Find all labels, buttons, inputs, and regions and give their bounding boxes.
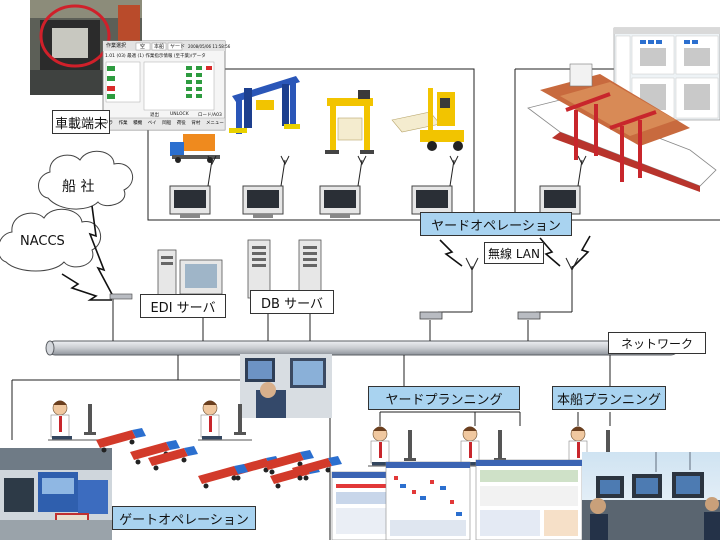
terminal-button-1: UNLOCK bbox=[170, 112, 189, 117]
straddle-carrier-icon bbox=[325, 90, 374, 154]
vessel-planning-label: 本船プランニング bbox=[552, 386, 666, 410]
terminal-tab-1: 空 bbox=[140, 44, 146, 50]
db-server-label: DB サーバ bbox=[250, 290, 334, 314]
truck-icon bbox=[198, 464, 248, 489]
truck-icon bbox=[96, 428, 146, 453]
terminal-screen-window bbox=[102, 40, 226, 131]
naccs-label: NACCS bbox=[20, 234, 65, 249]
terminal-bottom-tab: 背村 bbox=[191, 121, 201, 126]
monitor-icon bbox=[319, 155, 367, 218]
yard-planning-label: ヤードプランニング bbox=[368, 386, 520, 410]
operator-photo bbox=[240, 354, 332, 418]
monitor-icon bbox=[169, 155, 217, 218]
network-label: ネットワーク bbox=[608, 332, 706, 354]
terminal-bottom-tab: 作業 bbox=[118, 121, 128, 126]
highlight-circle bbox=[39, 4, 111, 68]
worker-icon bbox=[48, 400, 102, 441]
truck-icon bbox=[292, 456, 342, 481]
terminal-bottom-tab: メニュー bbox=[205, 121, 224, 126]
yard-planning-screens bbox=[331, 459, 583, 540]
network-backbone bbox=[45, 340, 679, 356]
monitor-icon bbox=[411, 155, 459, 218]
vehicle-terminal-label: 車載端末 bbox=[52, 110, 110, 134]
terminal-tab-0: 作業選択 bbox=[106, 43, 127, 49]
truck-icon bbox=[148, 446, 198, 471]
blue-gantry-crane-icon bbox=[229, 76, 300, 134]
terminal-bottom-tab: ヲラ bbox=[104, 121, 113, 126]
terminal-header-line: 1.01 (03) 最適 (1) 作業指示情報 (至千葉)/データ bbox=[105, 54, 206, 59]
edi-server-label: EDI サーバ bbox=[140, 294, 226, 318]
terminal-tab-2: 本船 bbox=[154, 44, 165, 50]
wireless-lan-label: 無線 LAN bbox=[484, 242, 544, 264]
monitor-icon bbox=[539, 155, 587, 218]
gate-trucks bbox=[96, 428, 342, 489]
terminal-bottom-tab: 荷役 bbox=[176, 121, 186, 126]
worker-icon bbox=[368, 426, 422, 467]
yard-truck-icon bbox=[170, 134, 220, 163]
terminal-bottom-tabs: ヲラ作業積機ベイ岡船荷役背村メニュー bbox=[104, 120, 224, 129]
worker-icon bbox=[198, 400, 252, 441]
truck-icon bbox=[264, 450, 314, 475]
terminal-tab-3: ヤード bbox=[170, 44, 186, 50]
top-loader-icon bbox=[391, 88, 464, 151]
gate-photo bbox=[0, 448, 112, 540]
gate-operation-label: ゲートオペレーション bbox=[112, 506, 256, 530]
terminal-button-0: 退出 bbox=[150, 113, 159, 118]
access-points bbox=[109, 257, 579, 320]
container-ship-icon bbox=[527, 63, 717, 192]
yard-operation-label: ヤードオペレーション bbox=[420, 212, 572, 236]
control-room-photo bbox=[582, 452, 720, 540]
naccs-cloud bbox=[0, 208, 102, 272]
terminal-button-2: ロード/A03 bbox=[198, 113, 222, 118]
yard-cranes bbox=[170, 76, 464, 163]
terminal-bottom-tab: 積機 bbox=[133, 121, 143, 126]
shipping-company-cloud bbox=[38, 150, 134, 210]
edi-server-icon bbox=[157, 249, 223, 299]
workers bbox=[48, 400, 620, 467]
lightning-links bbox=[61, 205, 591, 301]
terminal-timestamp: 2008/05/06 11:58:56 bbox=[188, 44, 231, 49]
shipping-company-label: 船 社 bbox=[62, 179, 95, 195]
terminal-bottom-tab: 岡船 bbox=[162, 121, 172, 126]
terminal-bottom-tab: ベイ bbox=[147, 121, 157, 126]
monitor-icon bbox=[242, 155, 290, 218]
yard-monitors bbox=[169, 155, 587, 218]
worker-icon bbox=[458, 426, 512, 467]
